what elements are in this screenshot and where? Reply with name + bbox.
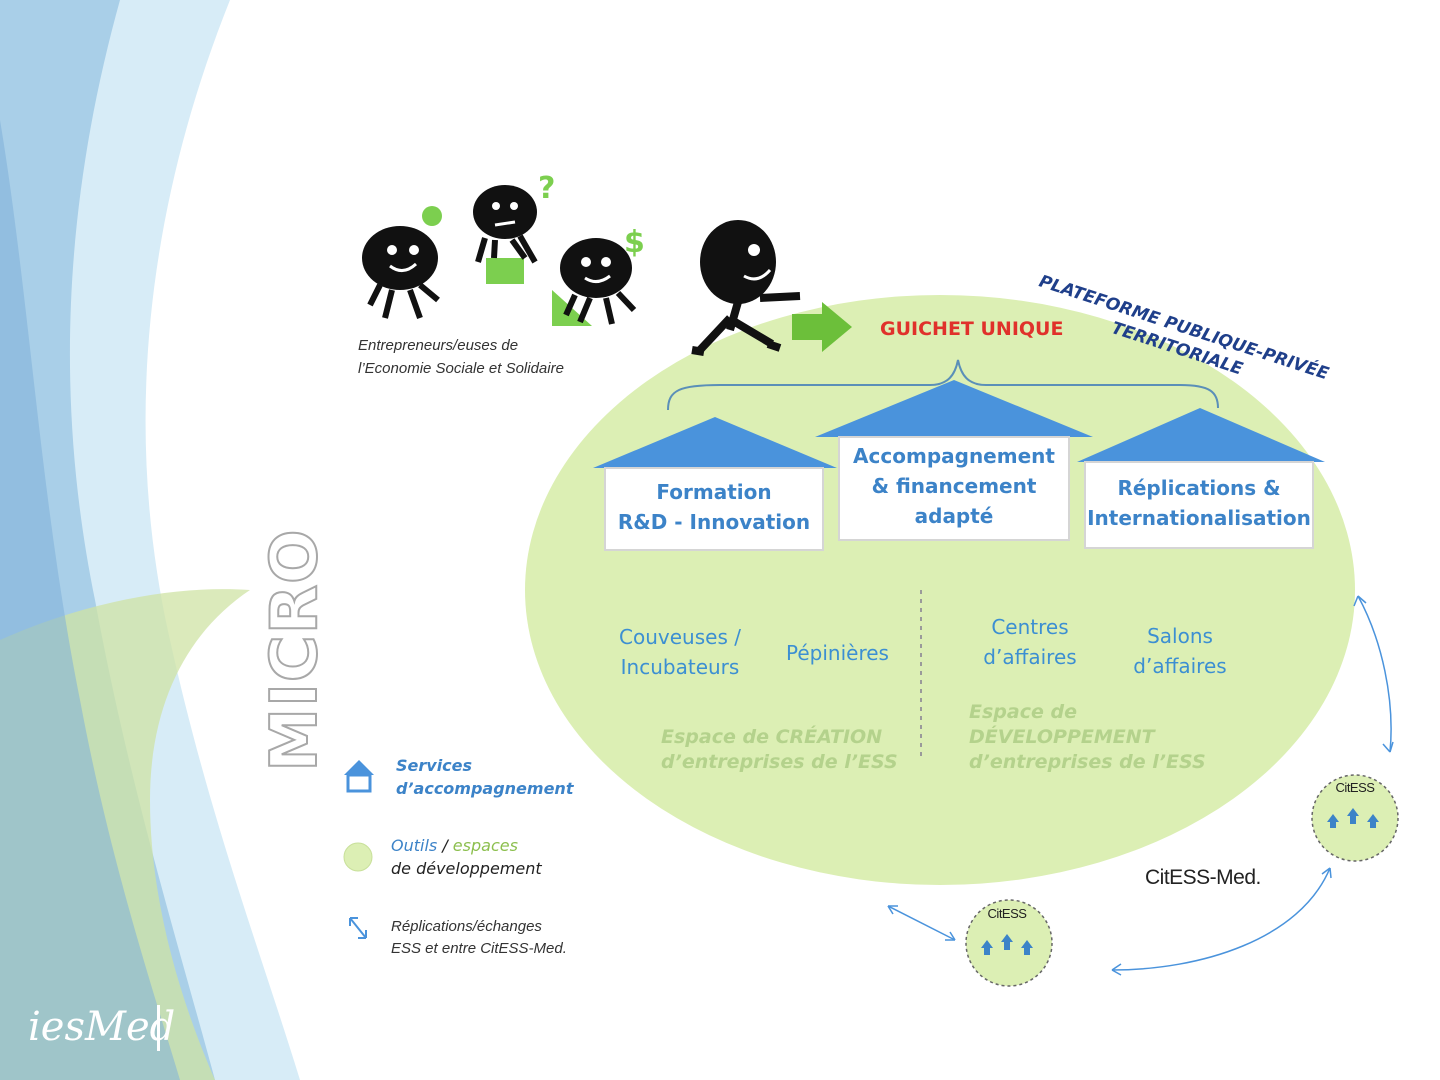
- legend-replications-line2: ESS et entre CitESS-Med.: [391, 940, 567, 957]
- legend-outils-line1: Outils / espaces: [391, 834, 542, 857]
- house-accompagnement: [815, 380, 1093, 541]
- citess-label-bottom: CitESS: [987, 906, 1027, 921]
- entrepreneurs-label-line1: Entrepreneurs/euses de: [358, 337, 519, 354]
- guichet-unique-label: GUICHET UNIQUE: [880, 318, 1064, 340]
- micro-label: MICRO: [257, 527, 333, 772]
- legend-outils-sep: /: [437, 836, 453, 855]
- tool-centres-line1: Centres: [991, 615, 1069, 639]
- space-developpement-line3: d’entreprises de l’ESS: [969, 751, 1206, 773]
- legend-replications-line1: Réplications/échanges: [391, 918, 542, 935]
- citess-med-label: CitESS-Med.: [1145, 866, 1261, 889]
- space-developpement: Espace de DÉVELOPPEMENT d’entreprises de…: [969, 700, 1206, 775]
- exchange-legend-icon: [349, 917, 367, 939]
- house-formation-line1: Formation: [656, 480, 772, 504]
- house-replications: [1077, 408, 1325, 549]
- legend-services: Services d’accompagnement: [396, 754, 573, 800]
- space-developpement-line2: DÉVELOPPEMENT: [969, 726, 1155, 748]
- house-formation: [593, 417, 837, 551]
- house-formation-line2: R&D - Innovation: [617, 510, 811, 534]
- entrepreneur-figure-2: ?: [473, 171, 555, 284]
- tool-salons-line1: Salons: [1147, 624, 1213, 648]
- swoosh-dark-blue: [0, 120, 180, 1080]
- house-accompagnement-line2: & financement: [871, 474, 1037, 498]
- tool-pepinieres: Pépinières: [786, 641, 889, 665]
- tool-couveuses-line2: Incubateurs: [620, 655, 740, 679]
- tool-couveuses-line1: Couveuses /: [619, 625, 741, 649]
- space-creation-line1: Espace de CRÉATION: [661, 726, 883, 748]
- tool-salons: Salons d’affaires: [1115, 621, 1245, 681]
- legend-outils-part1: Outils: [391, 836, 438, 855]
- entrepreneur-figure-1: [362, 206, 442, 320]
- citess-circle-right: [1311, 774, 1399, 862]
- tool-centres-line2: d’affaires: [983, 645, 1077, 669]
- house-formation-label: Formation R&D - Innovation: [605, 477, 823, 537]
- circle-legend-icon: [343, 842, 373, 872]
- citess-label-right: CitESS: [1335, 780, 1375, 795]
- legend-replications: Réplications/échanges ESS et entre CitES…: [391, 916, 567, 960]
- tool-couveuses: Couveuses / Incubateurs: [605, 622, 755, 682]
- entrepreneur-figure-3: $: [552, 225, 645, 326]
- exchange-arrows: [887, 595, 1394, 976]
- tool-centres: Centres d’affaires: [965, 612, 1095, 672]
- legend-services-line2: d’accompagnement: [396, 779, 574, 798]
- space-developpement-line1: Espace de: [969, 701, 1077, 723]
- house-accompagnement-label: Accompagnement & financement adapté: [839, 441, 1069, 531]
- legend-services-line1: Services: [396, 756, 473, 775]
- citess-circle-bottom: [965, 899, 1053, 987]
- tool-salons-line2: d’affaires: [1133, 654, 1227, 678]
- svg-text:$: $: [624, 225, 645, 260]
- house-legend-icon: [344, 760, 374, 793]
- svg-text:?: ?: [538, 171, 555, 206]
- logo-separator: [157, 1005, 160, 1051]
- house-accompagnement-line1: Accompagnement: [853, 444, 1055, 468]
- legend-outils-part2: espaces: [452, 836, 518, 855]
- house-accompagnement-line3: adapté: [914, 504, 994, 528]
- iesmed-logo: iesMed: [28, 1004, 176, 1050]
- entrepreneurs-label-line2: l’Economie Sociale et Solidaire: [358, 360, 564, 377]
- entrepreneurs-label: Entrepreneurs/euses de l’Economie Social…: [358, 334, 564, 380]
- house-replications-label: Réplications & Internationalisation: [1085, 473, 1313, 533]
- legend-outils-line2: de développement: [391, 859, 542, 878]
- guichet-arrow: [792, 302, 852, 352]
- guichet-brace: [667, 359, 1219, 411]
- house-replications-line2: Internationalisation: [1087, 506, 1311, 530]
- space-creation: Espace de CRÉATION d’entreprises de l’ES…: [661, 725, 898, 775]
- house-replications-line1: Réplications &: [1117, 476, 1281, 500]
- space-creation-line2: d’entreprises de l’ESS: [661, 751, 898, 773]
- guide-figure: [691, 220, 801, 356]
- legend-outils: Outils / espaces de développement: [391, 834, 542, 880]
